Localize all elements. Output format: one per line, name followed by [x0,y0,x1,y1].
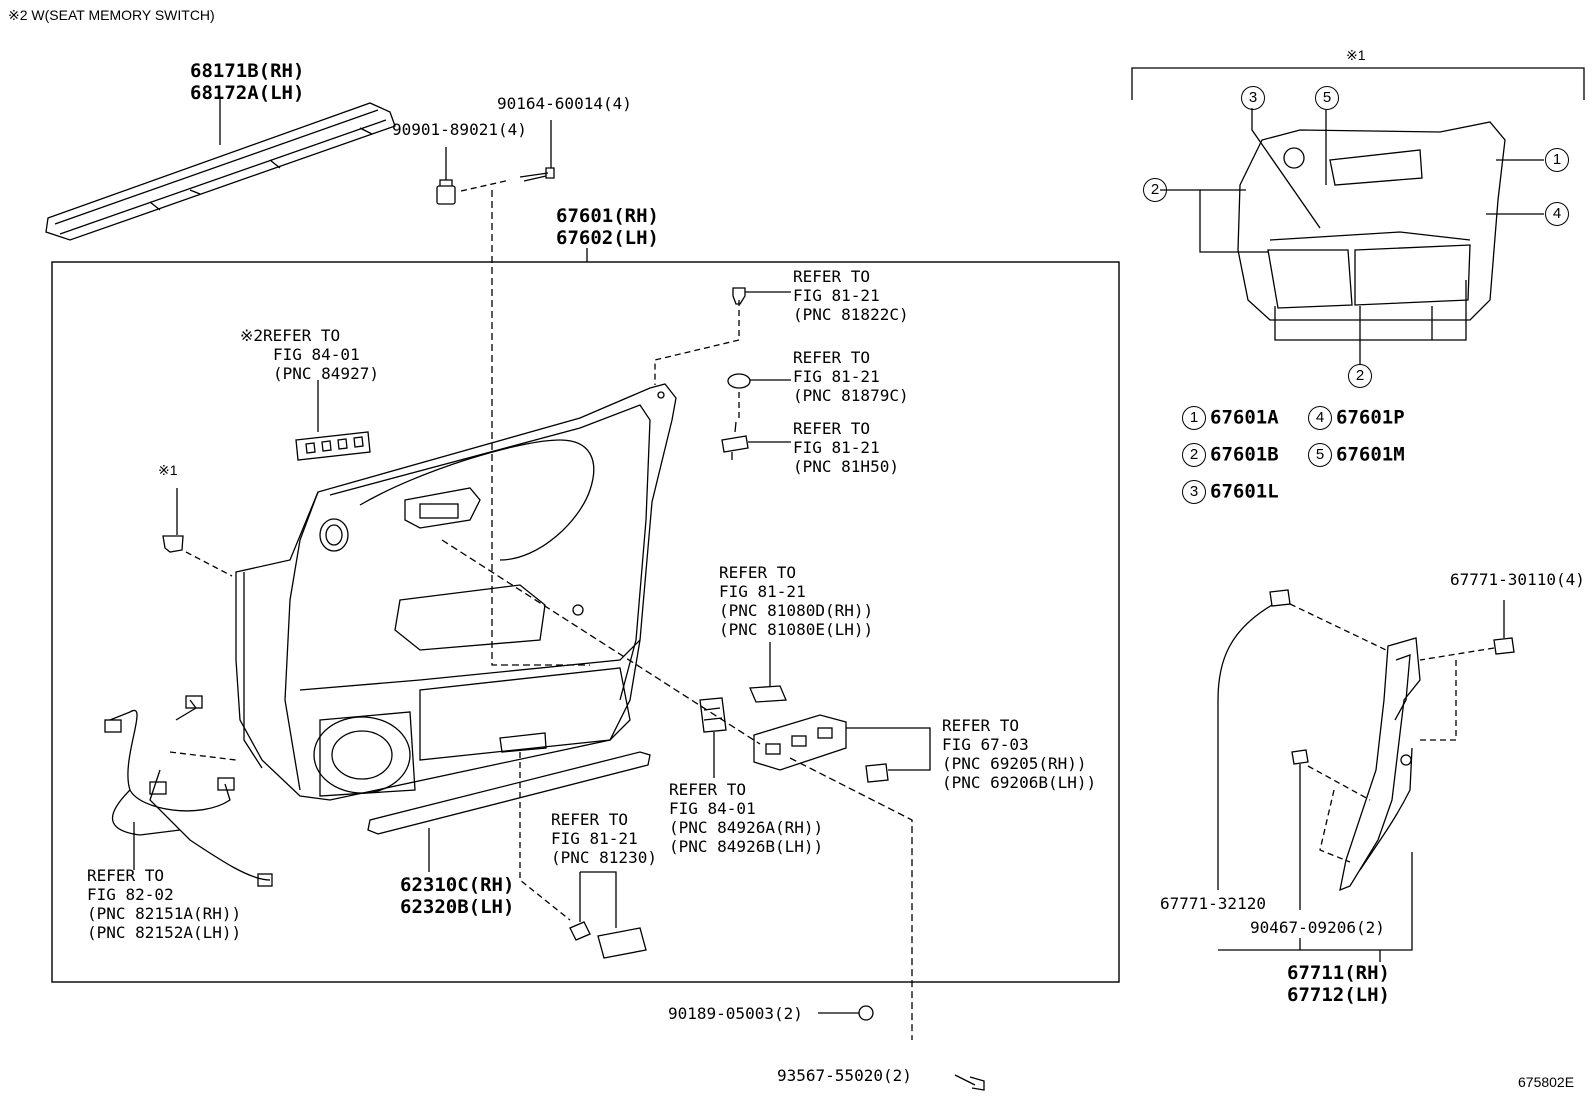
callout-1: 1 [1545,148,1573,172]
ref-84927-line1: ※2REFER TO [240,326,341,345]
part-90467: 90467-09206(2) [1250,918,1385,937]
main-assembly-frame [51,261,1120,983]
ref-84926-line4: (PNC 84926B(LH)) [669,837,824,856]
ref-81822-line2: FIG 81-21 [793,286,880,305]
wire-harness-part [104,695,273,887]
ref-84926-line2: FIG 84-01 [669,799,756,818]
part-68172-lh: 68172A(LH) [190,82,305,104]
clip-67771-30110-part [1493,600,1515,655]
screw-90164-part [519,120,555,182]
clip-90467-part [1291,749,1309,910]
scuff-plate-part [1339,637,1421,892]
ref-81h50-line2: FIG 81-21 [793,438,880,457]
part-68171-rh: 68171B(RH) [190,60,305,82]
ref-81h50-line3: (PNC 81H50) [793,457,899,476]
callout-5-top: 5 [1315,86,1343,110]
part-90189: 90189-05003(2) [668,1004,803,1023]
ref-84926-line3: (PNC 84926A(RH)) [669,818,824,837]
note1-left: ※1 [158,462,178,478]
ref-84926-line1: REFER TO [669,780,747,799]
ref-69205-line2: FIG 67-03 [942,735,1029,754]
part-67601-rh: 67601(RH) [556,205,659,227]
ref-82151-line4: (PNC 82152A(LH)) [87,923,242,942]
ref-81879-line2: FIG 81-21 [793,367,880,386]
ref-81080-line4: (PNC 81080E(LH)) [719,620,874,639]
door-molding-part [367,751,651,872]
power-window-switch-part [753,714,931,783]
callout-3-top: 3 [1241,86,1269,110]
note1-right: ※1 [1346,47,1366,63]
ref-69205-line1: REFER TO [942,716,1020,735]
clip-90901-part [436,147,456,205]
ref-81879-line1: REFER TO [793,348,871,367]
callout-2-left: 2 [1143,178,1171,202]
ref-69205-line4: (PNC 69206B(LH)) [942,773,1097,792]
callout-4: 4 [1545,202,1573,226]
ref-82151-line3: (PNC 82151A(RH)) [87,904,242,923]
part-67771-30110: 67771-30110(4) [1450,570,1585,589]
ref-69205-line3: (PNC 69205(RH)) [942,754,1087,773]
clip-67771-32120-part [1217,589,1291,890]
part-67712-lh: 67712(LH) [1287,984,1390,1006]
ref-84927-line2: FIG 84-01 [273,345,360,364]
ref-81080-line2: FIG 81-21 [719,582,806,601]
inset-leader-lines [1160,108,1544,364]
door-trim-panel [235,383,677,801]
clip-81822-part [732,287,791,305]
part-62320-lh: 62320B(LH) [400,896,515,918]
header-note: ※2 W(SEAT MEMORY SWITCH) [8,7,215,23]
ref-81230-line2: FIG 81-21 [551,829,638,848]
clip-90189-part [818,1005,874,1021]
clip-81879-part [727,373,791,389]
part-93567: 93567-55020(2) [777,1066,912,1085]
ref-81230-line3: (PNC 81230) [551,848,657,867]
ref-82151-line2: FIG 82-02 [87,885,174,904]
part-67771-32120: 67771-32120 [1160,894,1266,913]
ref-84927-line3: (PNC 84927) [273,364,379,383]
screw-93567-part [954,1074,985,1091]
clip-note1-part [162,488,184,553]
ref-82151-line1: REFER TO [87,866,165,885]
part-90901: 90901-89021(4) [392,120,527,139]
part-67602-lh: 67602(LH) [556,227,659,249]
switch-84926-part [699,697,727,778]
ref-81080-line3: (PNC 81080D(RH)) [719,601,874,620]
ref-81230-line1: REFER TO [551,810,629,829]
ref-81879-line3: (PNC 81879C) [793,386,909,405]
ref-81h50-line1: REFER TO [793,419,871,438]
ref-81822-line1: REFER TO [793,267,871,286]
seat-memory-switch-part [295,380,371,461]
clip-81230-part [569,871,647,959]
ref-81822-line3: (PNC 81822C) [793,305,909,324]
callout-2-bottom: 2 [1348,364,1376,388]
connector-81080-part [749,642,787,703]
figure-code: 675802E [1518,1074,1575,1090]
ref-81080-line1: REFER TO [719,563,797,582]
belt-weatherstrip-part [45,98,396,241]
note1-bracket [1131,67,1585,100]
part-90164: 90164-60014(4) [497,94,632,113]
part-62310-rh: 62310C(RH) [400,874,515,896]
part-67711-rh: 67711(RH) [1287,962,1390,984]
inset-trim-panel [1237,121,1506,321]
clip-81h50-part [721,421,791,460]
